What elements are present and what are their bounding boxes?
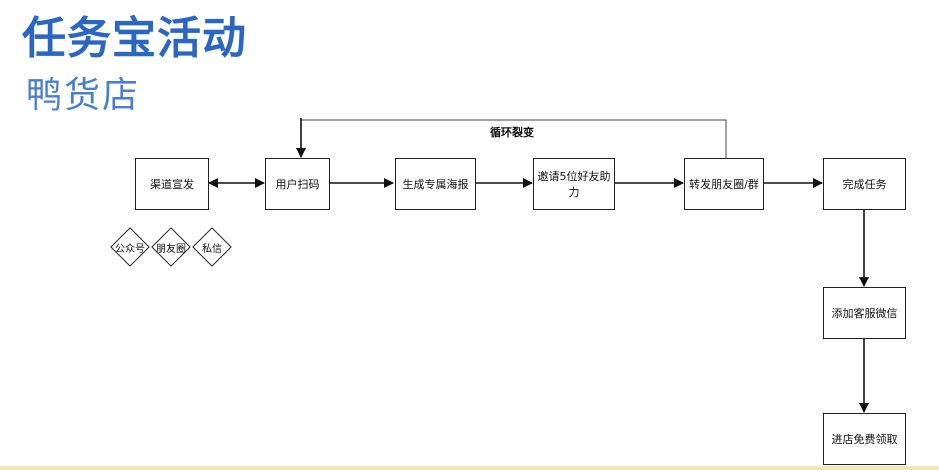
channel-diamond-official: 公众号 [110, 227, 150, 267]
bottom-border [0, 466, 939, 470]
node-channel: 渠道宣发 [135, 158, 209, 210]
node-share: 转发朋友圈/群 [684, 158, 764, 210]
loop-label: 循环裂变 [490, 126, 534, 139]
page-subtitle: 鸭货店 [26, 75, 141, 116]
channel-label: 朋友圈 [156, 243, 186, 255]
node-redeem: 进店免费领取 [823, 413, 906, 465]
channel-label: 私信 [202, 243, 222, 255]
page-title: 任务宝活动 [22, 13, 247, 64]
node-poster: 生成专属海报 [395, 158, 476, 210]
node-complete: 完成任务 [823, 158, 906, 210]
node-scan: 用户扫码 [265, 158, 330, 210]
channel-diamond-dm: 私信 [192, 227, 232, 267]
loop-connector [301, 119, 727, 158]
channel-label: 公众号 [115, 243, 145, 255]
node-invite: 邀请5位好友助力 [533, 158, 615, 210]
node-add-wechat: 添加客服微信 [823, 287, 906, 339]
channel-diamond-moments: 朋友圈 [151, 227, 191, 267]
